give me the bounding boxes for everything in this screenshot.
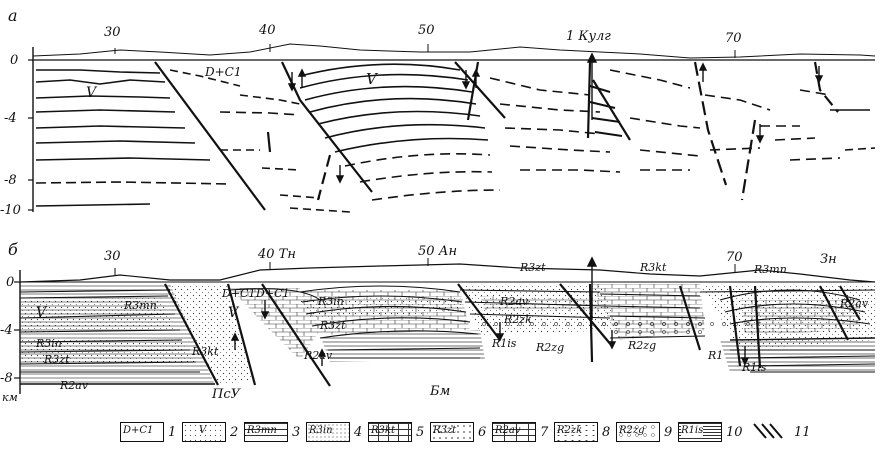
legend-swatch: R2zk <box>554 422 598 442</box>
panel-a-tick-30: 30 <box>104 25 121 40</box>
panel-b-tick-70: 70 <box>726 250 743 265</box>
panel-b-faults <box>164 283 861 387</box>
panel-b-depth-0: 0 <box>6 275 15 290</box>
panel-b-tick-40: 40 Тн <box>258 247 296 262</box>
panel-b-region-psu: ПсУ <box>212 387 241 402</box>
legend-number: 4 <box>354 425 363 440</box>
legend-swatch: R2zg <box>616 422 660 442</box>
strata-label: R3kt <box>640 261 667 274</box>
panel-a-faults <box>154 61 839 211</box>
strata-label: R3mn <box>124 299 157 312</box>
legend-swatch: R1is <box>678 422 722 442</box>
strata-label: R3zt <box>44 353 70 366</box>
legend-number: 2 <box>230 425 239 440</box>
strata-label: R1is <box>742 361 767 374</box>
legend-swatch: D+C1 <box>120 422 164 442</box>
strata-label: R2zg <box>536 341 565 354</box>
panel-a-depth-4: -4 <box>4 111 17 126</box>
legend-number: 3 <box>292 425 301 440</box>
strata-label: R3zt <box>520 261 546 274</box>
legend-number: 7 <box>540 425 549 440</box>
strata-label: R3zt <box>320 319 346 332</box>
legend-swatch: R3in <box>306 422 350 442</box>
fault-symbol-icon <box>753 423 783 439</box>
panel-a-depth-10: -10 <box>0 203 21 218</box>
strata-label: R2zg <box>628 339 657 352</box>
strata-label: R3in <box>36 337 62 350</box>
legend-swatch-label: R1is <box>681 425 704 436</box>
legend-swatch-label: R2zg <box>619 425 645 436</box>
strata-label: R2av <box>500 295 529 308</box>
legend-swatch-label: R2zk <box>557 425 583 436</box>
panel-a-tick-70: 70 <box>725 31 742 46</box>
panel-b-layers <box>19 285 876 385</box>
legend-swatch-label: R2av <box>495 425 521 436</box>
legend-swatch-label: R3in <box>309 425 333 436</box>
panel-b-depth-8: -8 <box>0 371 13 386</box>
legend-swatch-label: R3kt <box>371 425 395 436</box>
panel-a-tick-50: 50 <box>418 23 435 38</box>
strata-label: V <box>228 305 239 321</box>
panel-a-arrows <box>287 52 824 184</box>
panel-a-depth-0: 0 <box>10 53 19 68</box>
legend-swatch: R3zt <box>430 422 474 442</box>
panel-a-tick-40: 40 <box>259 23 276 38</box>
panel-b-arrows <box>230 256 750 366</box>
strata-label: R3mn <box>754 263 787 276</box>
panel-b-letter: б <box>8 240 18 259</box>
legend-swatch-label: R3mn <box>247 425 277 436</box>
panel-a-depth-8: -8 <box>4 173 17 188</box>
legend-swatch: R2av <box>492 422 536 442</box>
panel-b-region-bm: Бм <box>430 384 451 399</box>
panel-a-unit-dc: D+C1 <box>205 65 242 79</box>
legend-swatch: R3kt <box>368 422 412 442</box>
legend-number: 9 <box>664 425 673 440</box>
strata-label: D+C1 <box>222 287 256 300</box>
legend-number: 11 <box>794 425 811 440</box>
strata-label: R2zk <box>504 313 532 326</box>
legend-swatch-label: V <box>199 425 207 436</box>
legend-swatch: R3mn <box>244 422 288 442</box>
legend-number: 5 <box>416 425 425 440</box>
panel-a-unit-v-left: V <box>86 85 97 101</box>
legend-swatch-label: R3zt <box>433 425 457 436</box>
strata-label: R1is <box>492 337 517 350</box>
legend-swatch: V <box>182 422 226 442</box>
strata-label: R2av <box>304 349 333 362</box>
strata-label: R1 <box>708 349 724 362</box>
panel-a-unit-v-center: V <box>366 70 377 88</box>
strata-label: R2av <box>60 379 89 392</box>
legend-number: 6 <box>478 425 487 440</box>
panel-b-tick-30: 30 <box>104 249 121 264</box>
strata-label: D+C1 <box>256 287 290 300</box>
strata-label: V <box>36 305 47 321</box>
legend-swatch-label: D+C1 <box>123 425 154 436</box>
legend-number: 8 <box>602 425 611 440</box>
panel-b-depth-4: -4 <box>0 323 13 338</box>
legend-number: 10 <box>726 425 743 440</box>
panel-b-tick-50: 50 Ан <box>418 244 458 259</box>
panel-a-letter: а <box>8 6 18 25</box>
panel-b-depth-unit: км <box>2 391 18 404</box>
legend: D+C1 1 V 2 R3mn 3 R3in 4 R3kt 5 R3zt 6 R… <box>120 420 811 446</box>
panel-b-station-right: Зн <box>820 252 837 267</box>
panel-a-well-label: 1 Кулг <box>566 29 611 44</box>
strata-label: R3in <box>318 295 344 308</box>
strata-label: R3kt <box>192 345 219 358</box>
panel-a-frame <box>28 43 876 212</box>
panel-a-layers <box>35 63 876 213</box>
strata-label: R2av <box>840 297 869 310</box>
legend-swatch <box>746 422 788 440</box>
legend-number: 1 <box>168 425 177 440</box>
